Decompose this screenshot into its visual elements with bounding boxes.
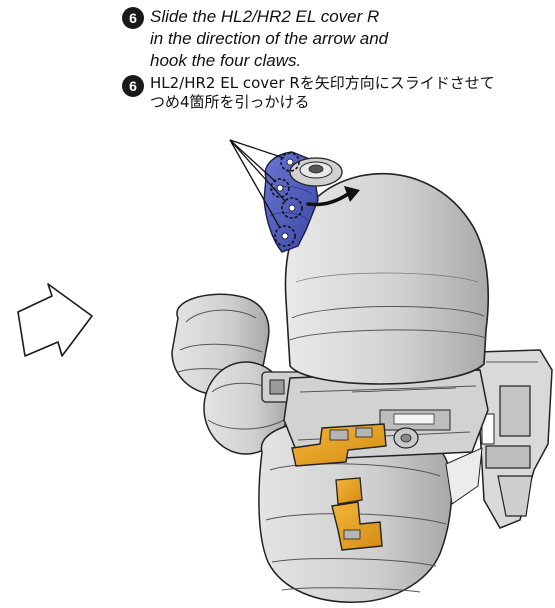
step-number-badge: 6 [122, 7, 144, 29]
curved-arrow-icon [306, 186, 360, 207]
hollow-right-arrow-icon [17, 283, 93, 357]
claw-markers [270, 152, 303, 247]
instruction-english: 6 Slide the HL2/HR2 EL cover R in the di… [122, 6, 552, 72]
top-hub-connector [289, 157, 343, 187]
dashed-circle-icon [274, 225, 296, 247]
instruction-english-line-2: in the direction of the arrow and [150, 29, 389, 48]
head-dome-cover [284, 172, 489, 385]
instruction-japanese-text: HL2/HR2 EL cover Rを矢印方向にスライドさせて つめ4箇所を引っ… [150, 74, 495, 112]
instruction-english-line-3: hook the four claws. [150, 51, 302, 70]
instruction-japanese: 6 HL2/HR2 EL cover Rを矢印方向にスライドさせて つめ4箇所を… [122, 74, 552, 112]
dashed-circle-icon [270, 178, 290, 198]
dashed-circle-icon [281, 197, 303, 219]
claw-pointer-lines [229, 139, 287, 229]
instruction-english-line-1: Slide the HL2/HR2 EL cover R [150, 7, 380, 26]
instruction-english-text: Slide the HL2/HR2 EL cover R in the dire… [150, 6, 388, 72]
instruction-japanese-line-1: HL2/HR2 EL cover Rを矢印方向にスライドさせて [150, 74, 495, 92]
orange-bracket-lower [331, 477, 383, 551]
step-number-badge-ja: 6 [122, 75, 144, 97]
dashed-circle-icon [280, 152, 300, 172]
orange-bracket-upper [291, 423, 387, 467]
instruction-japanese-line-2: つめ4箇所を引っかける [150, 93, 310, 111]
instruction-block: 6 Slide the HL2/HR2 EL cover R in the di… [122, 6, 552, 112]
right-arm-assembly [477, 349, 553, 529]
